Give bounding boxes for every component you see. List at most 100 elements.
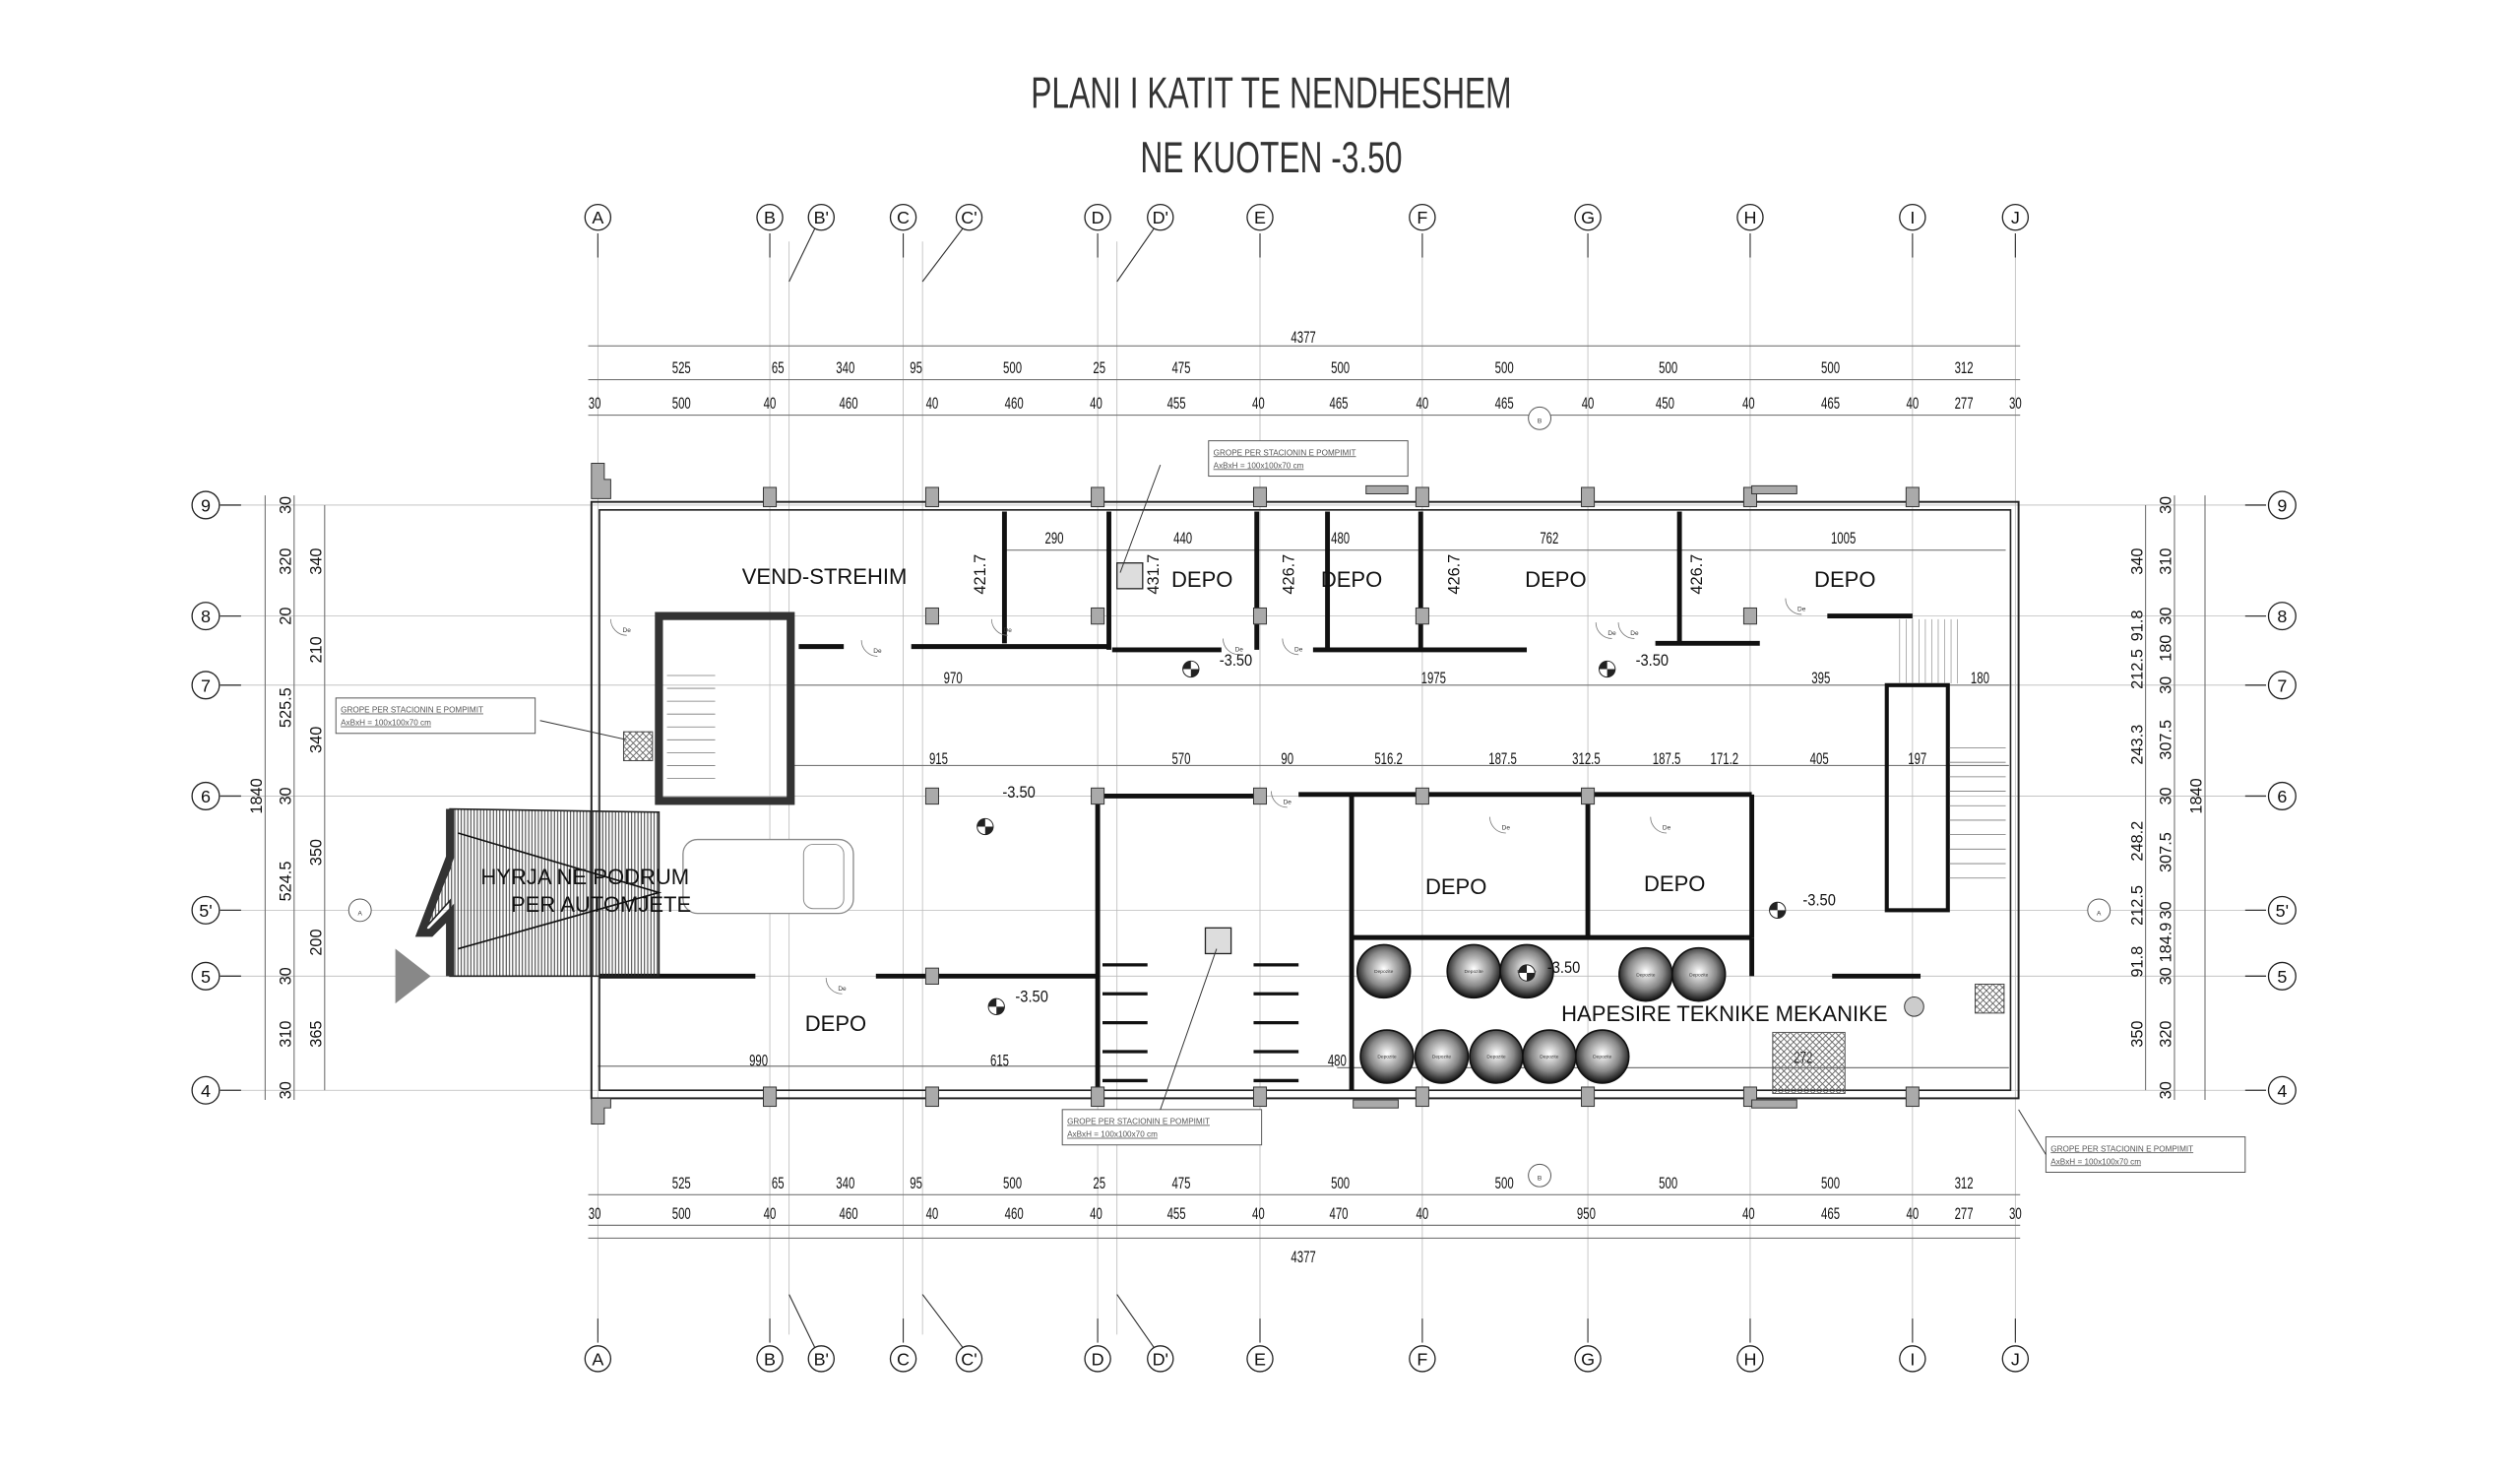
- door-swing[interactable]: [1489, 816, 1506, 834]
- dimension-label: 30: [278, 1081, 295, 1099]
- dimension-label: 40: [764, 394, 777, 413]
- overall-depth-dimension: 1840: [2188, 778, 2206, 813]
- door-tag: De: [623, 627, 632, 634]
- grid-bubble: [889, 203, 917, 231]
- grid-column-label: G: [1581, 208, 1595, 227]
- grid-bubble: [1084, 1345, 1111, 1373]
- callout-leader: [1119, 464, 1162, 573]
- tank-label: Depozite: [1636, 972, 1656, 978]
- dimension-label: 180: [2158, 635, 2175, 662]
- dimension-label: 312: [1955, 358, 1974, 377]
- callout-leader: [1160, 948, 1218, 1110]
- door-swing[interactable]: [825, 977, 843, 995]
- column: [1091, 787, 1105, 805]
- dimension-label: 340: [308, 547, 326, 574]
- grid-bubble: [756, 203, 784, 231]
- dimension-label: 340: [308, 727, 326, 753]
- grid-row-label: 4: [2277, 1081, 2287, 1101]
- door-swing[interactable]: [990, 618, 1008, 636]
- door-swing[interactable]: [1650, 816, 1668, 834]
- door-swing[interactable]: [1223, 638, 1239, 656]
- grid-row-label: 4: [201, 1081, 211, 1101]
- dimension-label: 310: [2158, 547, 2175, 574]
- grid-column-label: A: [592, 1349, 603, 1369]
- grid-bubble: [2267, 895, 2297, 925]
- dimension-label: 460: [1005, 394, 1024, 413]
- column: [924, 787, 939, 805]
- section-marker-label: B: [1538, 418, 1542, 425]
- grid-column-label: H: [1743, 208, 1756, 227]
- water-tank: [1359, 1029, 1415, 1084]
- dimension-lines: 4377437752552565653403409595500500252547…: [248, 328, 2206, 1265]
- dimension-label: 184.9: [2158, 923, 2175, 963]
- dimension-label: 30: [278, 787, 295, 804]
- water-tank: [1414, 1029, 1470, 1084]
- dimension-label: 25: [1093, 358, 1105, 377]
- door-tag: De: [1663, 825, 1671, 832]
- dimension-label: 455: [1167, 1204, 1186, 1223]
- interior-dimension: 90: [1281, 749, 1293, 768]
- grid-row-label: 9: [2277, 495, 2287, 515]
- dimension-label: 500: [1821, 358, 1840, 377]
- interior-dimension: 426.7: [1445, 554, 1463, 595]
- column: [924, 967, 939, 985]
- grid-bubble: [1899, 203, 1926, 231]
- door-swing[interactable]: [1595, 622, 1612, 639]
- room-label-depo: DEPO: [1814, 567, 1875, 592]
- interior-dimension: 197: [1908, 749, 1926, 768]
- grid-bubble: [2267, 602, 2297, 631]
- column: [1252, 607, 1268, 625]
- tank-label: Depozite: [1465, 969, 1484, 975]
- tank-label: Depozite: [1689, 972, 1709, 978]
- grid-column-label: D': [1153, 208, 1168, 227]
- door-swing[interactable]: [860, 640, 878, 657]
- dimension-label: 40: [1907, 1204, 1920, 1223]
- dimension-label: 30: [589, 1204, 601, 1223]
- interior-dimension: 615: [990, 1052, 1009, 1070]
- dimension-label: 307.5: [2158, 720, 2175, 760]
- callout-title: GROPE PER STACIONIN E POMPIMIT: [341, 706, 483, 715]
- dimension-label: 30: [2158, 608, 2175, 625]
- grid-leader: [1116, 227, 1155, 283]
- grid-column-label: C': [961, 208, 976, 227]
- overall-width-dimension: 4377: [1291, 1248, 1316, 1266]
- grid-column-label: I: [1910, 1349, 1915, 1369]
- column: [1742, 607, 1757, 625]
- dimension-label: 525: [672, 1174, 691, 1192]
- column: [1905, 1086, 1920, 1108]
- dimension-label: 500: [1003, 1174, 1022, 1192]
- door-swing[interactable]: [1282, 638, 1299, 656]
- dimension-label: 65: [772, 1174, 785, 1192]
- dimension-label: 40: [1252, 1204, 1265, 1223]
- door-swing[interactable]: [1785, 598, 1802, 615]
- pump-pit-symbol: [1204, 927, 1232, 955]
- door-tag: De: [1797, 607, 1806, 613]
- dimension-label: 30: [2158, 901, 2175, 919]
- door-swing[interactable]: [1617, 622, 1635, 639]
- elevation-marker-fill: [1182, 661, 1199, 677]
- grid-column-label: D: [1092, 1349, 1104, 1369]
- grid-leader: [921, 1294, 964, 1348]
- drawing-title: PLANI I KATIT TE NENDHESHEM: [1031, 70, 1511, 118]
- column: [1581, 486, 1596, 508]
- interior-dimension: 290: [1044, 529, 1063, 547]
- column: [1091, 607, 1105, 625]
- grid-bubble: [191, 781, 220, 810]
- dimension-label: 30: [2158, 787, 2175, 804]
- interior-dimension: 480: [1331, 529, 1350, 547]
- grid-bubble: [2267, 1075, 2297, 1105]
- door-tag: De: [873, 648, 882, 655]
- grid-bubble: [1147, 1345, 1174, 1373]
- dimension-label: 455: [1167, 394, 1186, 413]
- door-swing[interactable]: [1271, 791, 1288, 808]
- elevation-label: -3.50: [1015, 989, 1048, 1006]
- grid-bubble: [807, 203, 835, 231]
- grid-column-label: F: [1417, 1349, 1427, 1369]
- column: [1252, 787, 1268, 805]
- door-swing[interactable]: [610, 618, 627, 636]
- room-label-shelter: VEND-STREHIM: [742, 564, 908, 589]
- dimension-label: 40: [1090, 394, 1102, 413]
- door-tag: De: [1235, 647, 1244, 654]
- dimension-label: 30: [278, 967, 295, 985]
